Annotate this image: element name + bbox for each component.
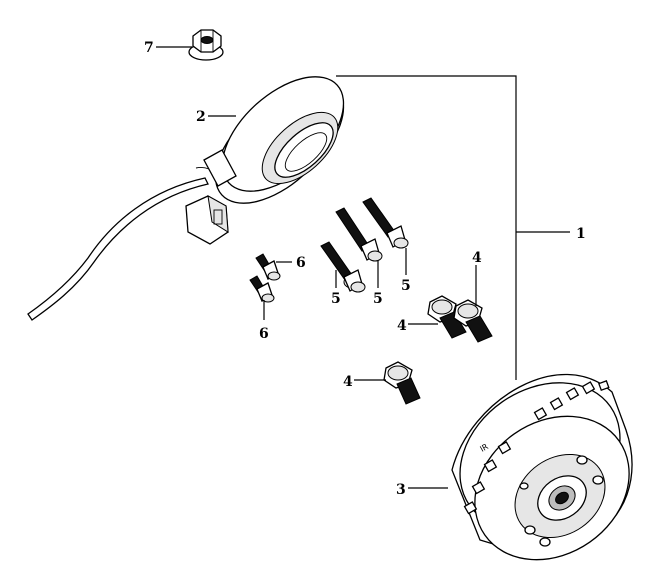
callout-6-bottom: 6: [259, 326, 269, 342]
part-5-long-bolt-left: [320, 241, 366, 293]
part-4-bolt-left: [427, 295, 467, 339]
callout-6-top: 6: [296, 255, 306, 271]
callout-labels: 1 2 3 4 4 4 5 5 5 6 6 7: [144, 40, 586, 498]
callout-5-middle: 5: [373, 291, 383, 307]
svg-text:IR: IR: [479, 442, 491, 454]
part-5-long-bolt-right: [362, 197, 409, 249]
callout-1: 1: [576, 226, 586, 242]
part-7-flange-nut: [188, 29, 224, 61]
part-4-bolt-right: [453, 299, 493, 343]
part-6-small-screw-bottom: [249, 275, 275, 303]
callout-5-right: 5: [401, 278, 411, 294]
part-4-bolt-bottom: [383, 361, 421, 405]
callout-4-bottom: 4: [343, 374, 353, 390]
callout-4-left: 4: [397, 318, 407, 334]
leader-lines: [156, 46, 570, 489]
part-5-long-bolt-middle: [335, 207, 383, 262]
part-6-small-screw-top: [255, 253, 281, 281]
callout-2: 2: [196, 109, 206, 125]
part-3-flywheel-rotor: IR: [451, 373, 633, 561]
callout-4-right: 4: [472, 250, 482, 266]
callout-3: 3: [396, 482, 406, 498]
callout-5-left: 5: [331, 291, 341, 307]
callout-7: 7: [144, 40, 154, 56]
part-2-stator-coil: [27, 76, 345, 321]
